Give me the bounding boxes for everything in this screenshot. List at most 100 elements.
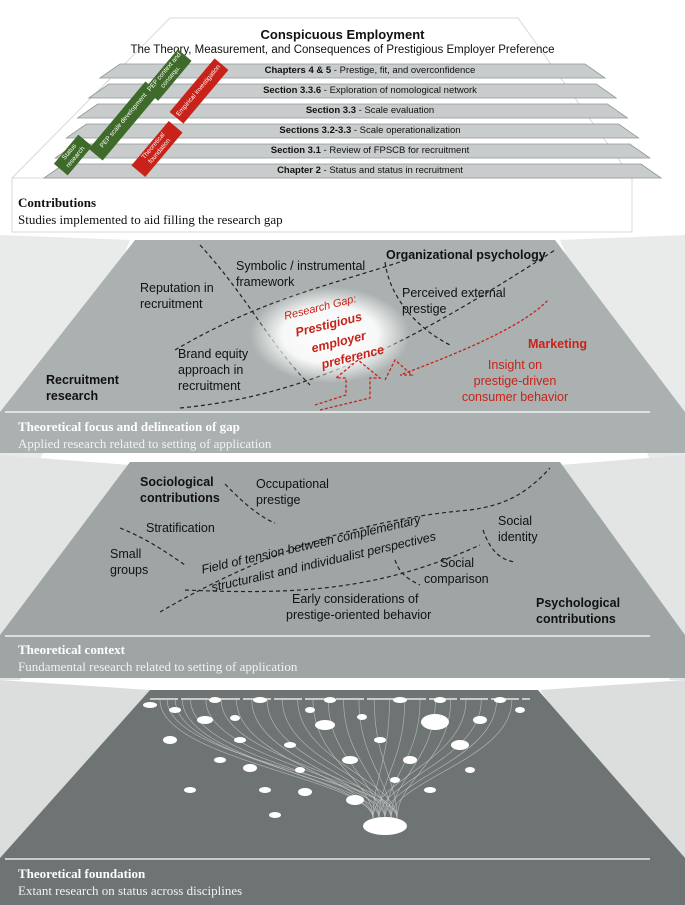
- section-row-ref: Section 3.3: [305, 105, 356, 116]
- section-row: [76, 103, 629, 119]
- socio-label-2: contributions: [140, 491, 220, 505]
- network-link: [378, 699, 406, 819]
- social-identity-1: Social: [498, 514, 533, 528]
- network-node: [169, 707, 181, 713]
- socio-label-1: Sociological: [140, 475, 214, 489]
- section-rows: [42, 63, 663, 179]
- network-node: [390, 777, 400, 783]
- network-node: [515, 707, 525, 713]
- section-row-ref: Section 3.1: [270, 145, 321, 156]
- section-row-text: - Scale operationalization: [351, 125, 461, 136]
- brand-label-2: approach in: [178, 363, 244, 377]
- psych-label-2: contributions: [536, 612, 616, 626]
- section-row-label: Section 3.1 - Review of FPSCB for recrui…: [98, 145, 642, 156]
- section-row-label: Section 3.3.6 - Exploration of nomologic…: [122, 85, 618, 96]
- recruitment-label-1: Recruitment: [46, 373, 119, 387]
- focus-title: Theoretical focus and delineation of gap: [18, 419, 240, 434]
- context-lines: [119, 467, 551, 613]
- network-link: [390, 699, 513, 819]
- book-subtitle: The Theory, Measurement, and Consequence…: [130, 44, 555, 56]
- network-node: [393, 697, 407, 703]
- network-node: [184, 787, 196, 793]
- network-node: [209, 697, 221, 703]
- context-layer: [0, 462, 685, 678]
- section-row: [65, 123, 640, 139]
- focus-subtitle: Applied research related to setting of a…: [18, 436, 272, 451]
- contributions-subtitle: Studies implemented to aid filling the r…: [18, 212, 283, 227]
- perceived-label-1: Perceived external: [402, 286, 506, 300]
- social-identity-2: identity: [498, 530, 538, 544]
- section-row: [42, 163, 663, 179]
- network-link: [159, 699, 374, 819]
- brand-label-1: Brand equity: [178, 347, 249, 361]
- network-node: [298, 788, 312, 796]
- section-row-ref: Chapters 4 & 5: [264, 65, 332, 76]
- network-node: [214, 757, 226, 763]
- network-node: [363, 817, 407, 835]
- section-row-ref: Chapter 2: [277, 165, 321, 176]
- section-row-label: Chapter 2 - Status and status in recruit…: [90, 165, 650, 176]
- psych-label-1: Psychological: [536, 596, 621, 610]
- network-node: [324, 697, 336, 703]
- reputation-label-2: recruitment: [140, 297, 203, 311]
- network-node: [284, 742, 296, 748]
- network-node: [451, 740, 469, 750]
- network-link: [236, 699, 374, 819]
- network-node: [243, 764, 257, 772]
- early-label-2: prestige-oriented behavior: [286, 608, 432, 622]
- foundation-title: Theoretical foundation: [18, 866, 146, 881]
- status-research-network: [143, 697, 530, 835]
- reputation-label-1: Reputation in: [140, 281, 214, 295]
- network-link: [384, 699, 421, 819]
- occ-label-1: Occupational: [256, 477, 329, 491]
- contributions-title: Contributions: [18, 195, 97, 210]
- network-node: [421, 714, 449, 730]
- social-comparison-1: Social: [440, 556, 475, 570]
- symbolic-label-2: framework: [236, 275, 295, 289]
- section-row-text: - Review of FPSCB for recruitment: [320, 145, 470, 156]
- context-title: Theoretical context: [18, 642, 125, 657]
- network-node: [143, 702, 157, 708]
- section-row-ref: Sections 3.2-3.3: [279, 125, 352, 136]
- early-label-1: Early considerations of: [292, 592, 419, 606]
- network-node: [403, 756, 417, 764]
- network-link: [372, 699, 390, 819]
- stratification-label: Stratification: [146, 521, 215, 535]
- recruitment-label-2: research: [46, 389, 99, 403]
- network-link: [312, 699, 374, 819]
- network-node: [494, 697, 506, 703]
- book-title: Conspicuous Employment: [260, 27, 425, 42]
- network-node: [473, 716, 487, 724]
- section-row-ref: Section 3.3.6: [263, 85, 322, 96]
- network-node: [197, 716, 213, 724]
- small-groups-1: Small: [110, 547, 142, 561]
- network-link: [166, 699, 398, 819]
- network-node: [434, 697, 446, 703]
- marketing-label: Marketing: [528, 337, 588, 351]
- network-node: [269, 812, 281, 818]
- org-psych-label: Organizational psychology: [386, 248, 546, 262]
- network-node: [234, 737, 246, 743]
- network-node: [259, 787, 271, 793]
- insight-label-3: consumer behavior: [461, 390, 569, 404]
- small-groups-2: groups: [110, 563, 149, 577]
- network-node: [346, 795, 364, 805]
- social-comparison-2: comparison: [424, 572, 489, 586]
- network-node: [342, 756, 358, 764]
- network-link: [396, 699, 452, 819]
- section-row-label: Sections 3.2-3.3 - Scale operationalizat…: [106, 125, 634, 136]
- gap-arrows: [314, 299, 549, 411]
- symbolic-label-1: Symbolic / instrumental: [236, 259, 366, 273]
- network-node: [357, 714, 367, 720]
- insight-label-1: Insight on: [487, 358, 543, 372]
- insight-label-2: prestige-driven: [473, 374, 557, 388]
- section-row: [87, 83, 618, 99]
- network-node: [374, 737, 386, 743]
- perceived-label-2: prestige: [402, 302, 447, 316]
- network-node: [315, 720, 335, 730]
- network-link: [220, 699, 398, 819]
- network-node: [230, 715, 240, 721]
- network-node: [163, 736, 177, 744]
- network-node: [295, 767, 305, 773]
- section-row-label: Section 3.3 - Scale evaluation: [114, 105, 626, 116]
